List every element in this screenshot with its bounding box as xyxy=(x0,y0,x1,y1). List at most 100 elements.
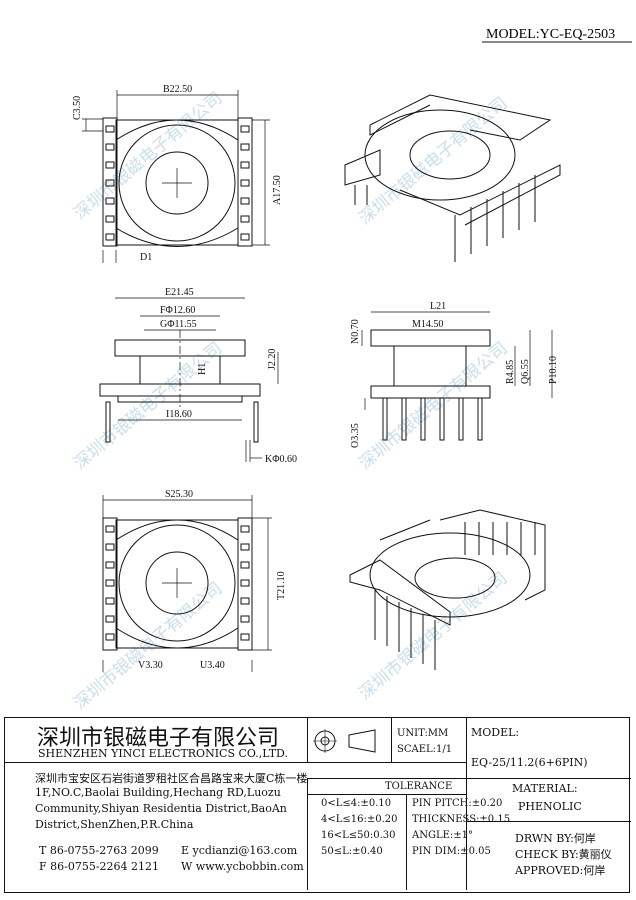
pin-slot xyxy=(240,125,250,133)
model-label: MODEL: xyxy=(471,726,520,739)
dim-m: M14.50 xyxy=(412,319,443,330)
pin-slot xyxy=(240,525,250,533)
pin-slot xyxy=(105,597,115,605)
pin-lead xyxy=(420,397,426,441)
pin-slot xyxy=(105,197,115,205)
title-block: 深圳市银磁电子有限公司 SHENZHEN YINCI ELECTRONICS C… xyxy=(4,717,631,893)
pin-slot xyxy=(105,143,115,151)
pin-lead xyxy=(105,401,111,443)
pin-slot xyxy=(105,233,115,241)
drawn-by: DRWN BY:何岸 xyxy=(515,832,596,845)
pin-slot xyxy=(105,161,115,169)
pin-slot xyxy=(240,597,250,605)
dim-f: FΦ12.60 xyxy=(160,305,195,316)
pin-slot xyxy=(240,179,250,187)
model-value: EQ-25/11.2(6+6PIN) xyxy=(471,756,588,769)
pin-slot xyxy=(105,125,115,133)
pin-slot xyxy=(240,143,250,151)
side-view-right: L21 M14.50 N0.70 R4.85 Q6.55 P10.10 O3.3… xyxy=(350,301,559,448)
material-label: MATERIAL: xyxy=(512,782,578,795)
dim-h: H1 xyxy=(197,363,208,375)
fax: F 86-0755-2264 2121 xyxy=(39,860,160,873)
pin-slot xyxy=(240,615,250,623)
tol-right-3: ANGLE:±1° xyxy=(412,830,474,841)
watermark-5: 深圳市银磁电子有限公司 xyxy=(70,578,226,714)
tol-right-1: PIN PITCH:±0.20 xyxy=(412,798,503,809)
pin-slot xyxy=(240,561,250,569)
pin-slot xyxy=(105,179,115,187)
watermark-1: 深圳市银磁电子有限公司 xyxy=(70,88,226,224)
dim-k: KΦ0.60 xyxy=(265,454,297,465)
pin-slot xyxy=(240,233,250,241)
dim-i: I18.60 xyxy=(166,409,192,420)
pin-lead xyxy=(382,397,388,441)
pin-slot xyxy=(240,633,250,641)
tolerance-title: TOLERANCE xyxy=(385,781,453,792)
pin-lead xyxy=(401,397,407,441)
tol-left-1: 0<L≤4:±0.10 xyxy=(321,798,392,809)
pin-slot xyxy=(105,579,115,587)
tol-left-4: 50≤L:±0.40 xyxy=(321,846,383,857)
tol-right-2: THICKNESS:±0.15 xyxy=(412,814,511,825)
material-value: PHENOLIC xyxy=(518,800,582,813)
scale: SCAEL:1/1 xyxy=(397,744,453,755)
dim-b: B22.50 xyxy=(163,84,192,95)
projection-symbol-icon xyxy=(313,729,376,753)
address-en-1: 1F,NO.C,Baolai Building,Hechang RD,Luozu xyxy=(35,786,281,799)
tol-right-4: PIN DIM:±0.05 xyxy=(412,846,491,857)
dim-s: S25.30 xyxy=(165,489,193,500)
pin-slot xyxy=(105,543,115,551)
dim-t: T21.10 xyxy=(276,571,287,600)
dim-l: L21 xyxy=(430,301,446,312)
pin-slot xyxy=(240,197,250,205)
pin-lead xyxy=(439,397,445,441)
watermark-2: 深圳市银磁电子有限公司 xyxy=(355,93,511,229)
website: W www.ycbobbin.com xyxy=(181,860,304,873)
pin-slot xyxy=(105,615,115,623)
dim-p: P10.10 xyxy=(548,356,559,384)
dim-j: J2.20 xyxy=(267,349,278,370)
side-view-left: E21.45 FΦ12.60 GΦ11.55 H1 J2.20 I18.60 K… xyxy=(99,287,297,465)
dim-r: R4.85 xyxy=(505,360,516,384)
dim-d: D1 xyxy=(140,252,152,263)
approved-by: APPROVED:何岸 xyxy=(515,864,606,877)
address-cn: 深圳市宝安区石岩街道罗租社区合昌路宝来大厦C栋一楼 xyxy=(35,772,308,785)
email: E ycdianzi@163.com xyxy=(181,844,298,857)
unit: UNIT:MM xyxy=(397,728,449,739)
bottom-view: S25.30 T21.10 V3.30 U3.40 xyxy=(102,489,287,672)
tel: T 86-0755-2763 2099 xyxy=(39,844,159,857)
pin-slot xyxy=(240,215,250,223)
watermark-4: 深圳市银磁电子有限公司 xyxy=(355,338,511,474)
check-by: CHECK BY:黄丽仪 xyxy=(515,848,612,861)
tol-left-3: 16<L≤50:0.30 xyxy=(321,830,396,841)
dim-e: E21.45 xyxy=(165,287,194,298)
pin-slot xyxy=(105,215,115,223)
watermark-3: 深圳市银磁电子有限公司 xyxy=(70,338,226,474)
company-name-cn: 深圳市银磁电子有限公司 xyxy=(37,726,280,751)
iso-view-bottom xyxy=(349,509,546,670)
dim-u: U3.40 xyxy=(200,660,225,671)
iso-view-top xyxy=(344,94,561,262)
company-name-en: SHENZHEN YINCI ELECTRONICS CO.,LTD. xyxy=(38,747,288,760)
dim-a: A17.50 xyxy=(272,175,283,205)
address-en-3: District,ShenZhen,P.R.China xyxy=(35,818,194,831)
watermark-6: 深圳市银磁电子有限公司 xyxy=(355,568,511,704)
watermarks: 深圳市银磁电子有限公司 深圳市银磁电子有限公司 深圳市银磁电子有限公司 深圳市银… xyxy=(70,88,511,714)
dim-g: GΦ11.55 xyxy=(160,319,197,330)
dim-q: Q6.55 xyxy=(520,359,531,384)
pin-lead xyxy=(458,397,464,441)
pin-lead xyxy=(477,397,483,441)
address-en-2: Community,Shiyan Residentia District,Bao… xyxy=(35,802,287,815)
dim-n: N0.70 xyxy=(350,319,361,344)
pin-slot xyxy=(240,161,250,169)
dim-o: O3.35 xyxy=(350,423,361,448)
dim-v: V3.30 xyxy=(138,660,163,671)
pin-slot xyxy=(240,543,250,551)
pin-slot xyxy=(105,561,115,569)
pin-slot xyxy=(105,633,115,641)
pin-slot xyxy=(105,525,115,533)
tol-left-2: 4<L≤16:±0.20 xyxy=(321,814,398,825)
pin-slot xyxy=(240,579,250,587)
dim-c: C3.50 xyxy=(72,96,83,120)
